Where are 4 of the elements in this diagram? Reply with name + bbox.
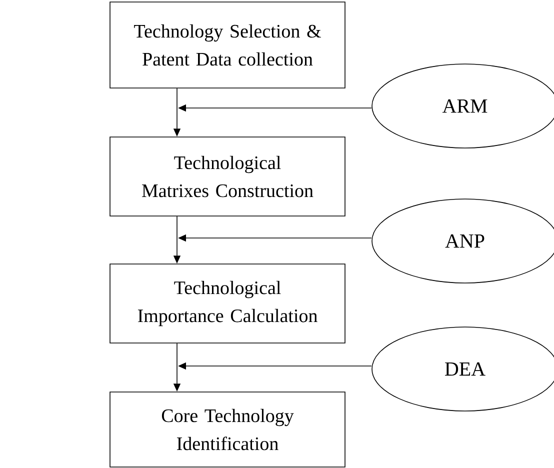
process-box: Technological Matrixes Construction	[110, 136, 346, 216]
process-box: Core Technology Identification	[110, 392, 346, 468]
process-box: Technology Selection & Patent Data collection	[110, 2, 346, 88]
process-box: Technological Importance Calculation	[110, 264, 346, 344]
